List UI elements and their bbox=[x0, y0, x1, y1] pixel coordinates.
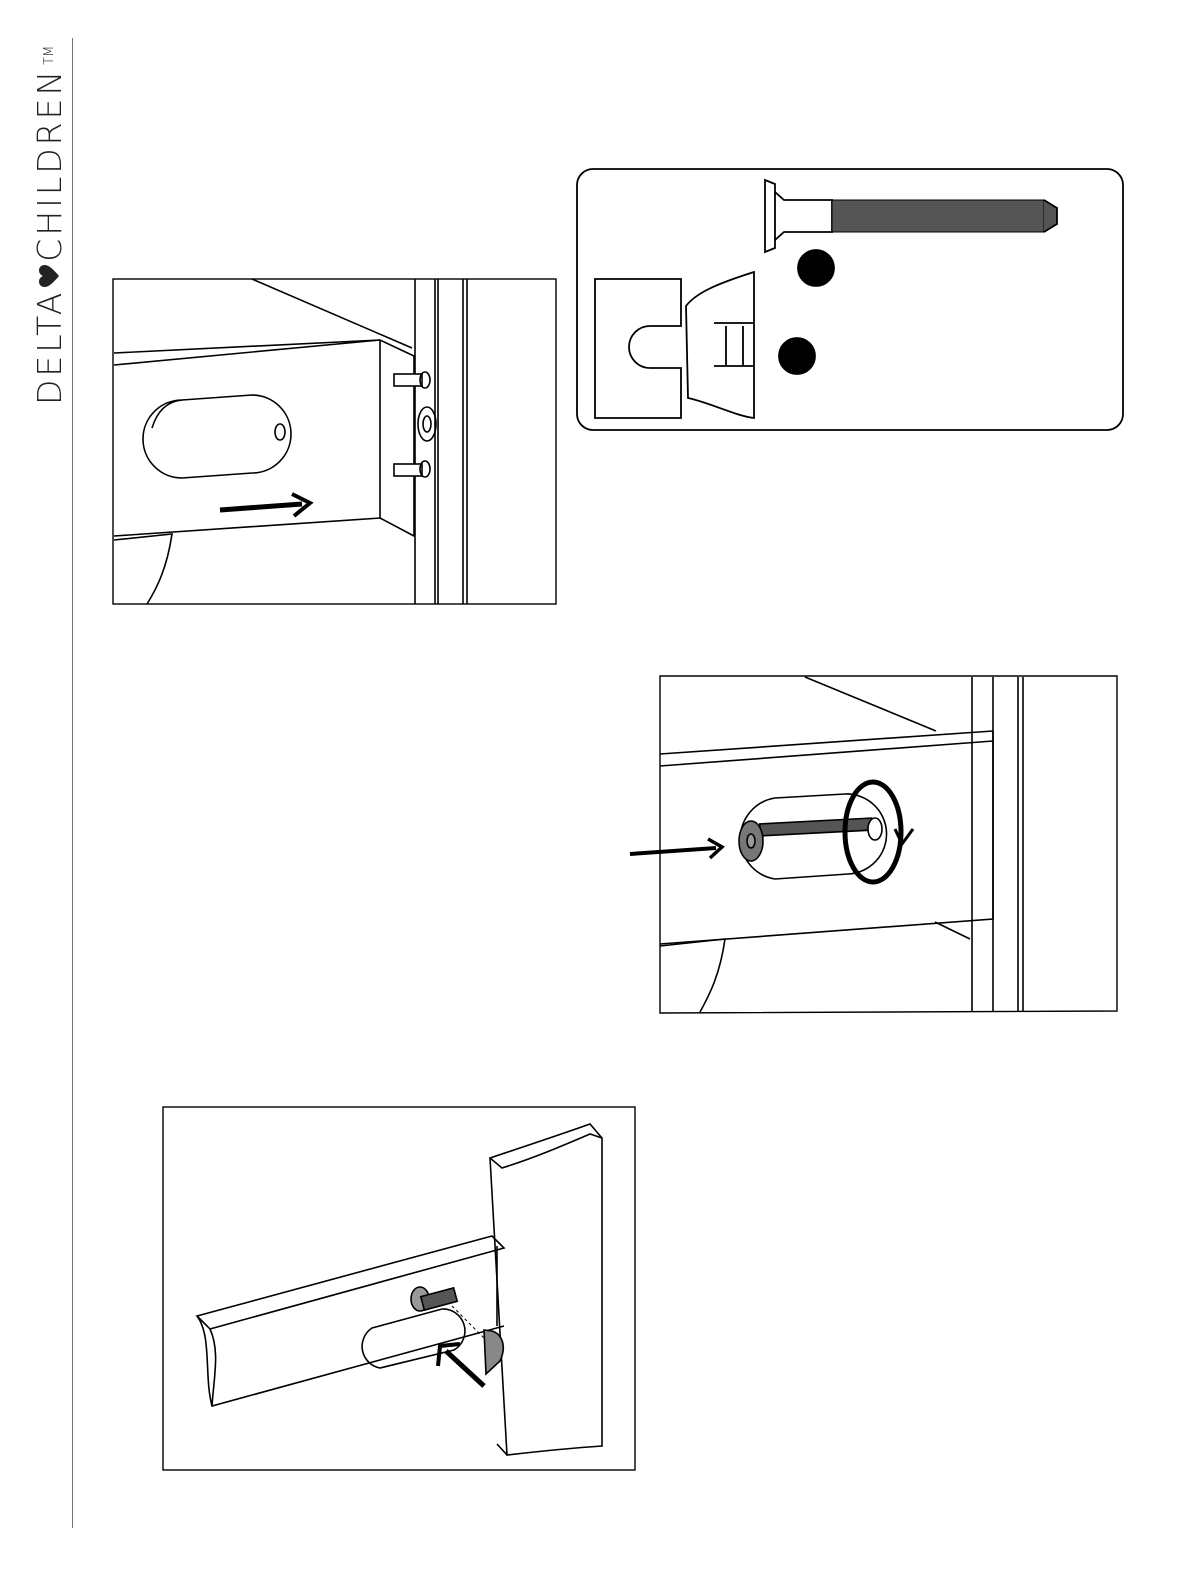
figure-bolt-tighten bbox=[620, 674, 1120, 1016]
figure-drawer-insert-dowels bbox=[112, 278, 558, 606]
figure-rail-post-nut bbox=[162, 1106, 638, 1472]
arrow-right-icon bbox=[220, 494, 310, 516]
trademark-symbol: TM bbox=[42, 46, 57, 65]
brand-part2: CHILDREN bbox=[30, 68, 69, 262]
brand-logo: DELTA CHILDREN TM bbox=[24, 45, 74, 405]
part-badge-icon bbox=[798, 250, 834, 286]
figure-hardware-parts bbox=[576, 168, 1125, 433]
arrow-right-icon bbox=[630, 839, 722, 858]
bolt-icon bbox=[765, 180, 1057, 252]
heart-icon bbox=[38, 264, 60, 288]
margin-rule bbox=[72, 38, 73, 1528]
arrow-up-left-icon bbox=[438, 1344, 484, 1386]
brand-part1: DELTA bbox=[30, 290, 69, 405]
part-badge-icon bbox=[779, 338, 815, 374]
brand-wordmark: DELTA CHILDREN TM bbox=[24, 45, 74, 405]
